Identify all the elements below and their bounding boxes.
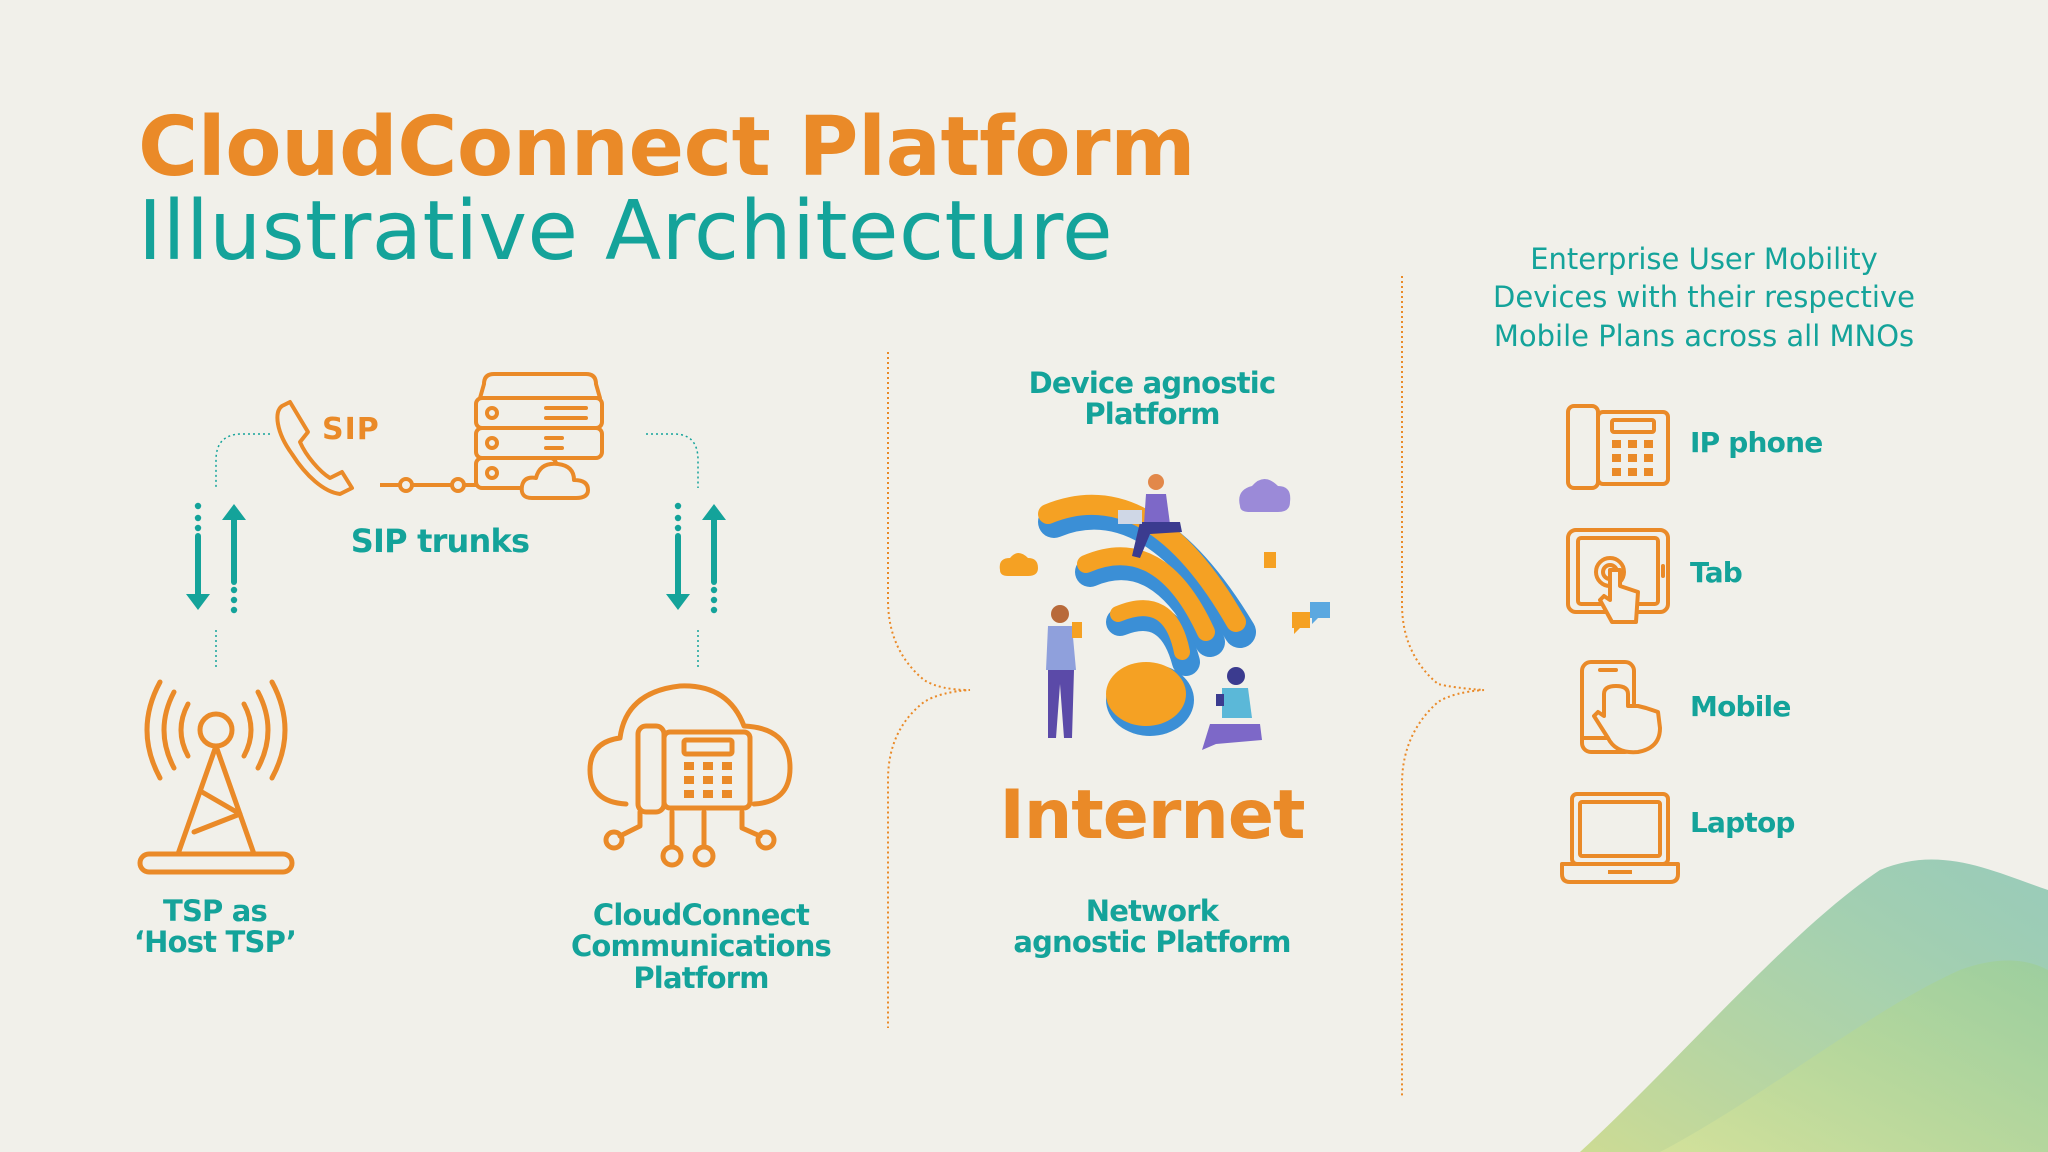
sip-trunks-label: SIP trunks — [350, 522, 530, 560]
page-subtitle: Illustrative Architecture — [138, 184, 1114, 279]
background-wave-decoration — [1580, 859, 2048, 1152]
enterprise-mobility-heading: Enterprise User Mobility Devices with th… — [1493, 242, 1915, 353]
internet-label: Internet — [999, 776, 1306, 855]
connector-dotted-left — [215, 433, 270, 668]
cloudconnect-communications-label: CloudConnect Communications Platform — [570, 898, 832, 995]
device-label-ip-phone: IP phone — [1690, 426, 1823, 459]
cloud-phone-network-icon — [587, 683, 793, 868]
ip-phone-icon — [1566, 404, 1670, 490]
wifi-people-illustration — [999, 474, 1330, 750]
device-label-laptop: Laptop — [1690, 806, 1795, 839]
sip-connector-line — [380, 477, 478, 493]
mobile-touch-icon — [1580, 660, 1662, 755]
bidirectional-arrow-left — [186, 502, 246, 614]
brace-divider-right — [1401, 276, 1485, 1098]
laptop-icon — [1560, 792, 1680, 884]
device-label-mobile: Mobile — [1690, 690, 1791, 723]
tsp-tower-icon — [137, 679, 295, 875]
sip-badge: SIP — [322, 412, 380, 447]
bidirectional-arrow-right — [666, 502, 726, 614]
tsp-label: TSP as ‘Host TSP’ — [133, 894, 297, 960]
page-title: CloudConnect Platform — [138, 100, 1196, 195]
brace-divider-left — [887, 352, 971, 1028]
server-cloud-icon — [474, 372, 604, 500]
device-agnostic-label: Device agnostic Platform — [1028, 366, 1277, 432]
connector-dotted-right — [646, 433, 699, 668]
sip-phone-icon — [275, 400, 354, 496]
network-agnostic-label: Network agnostic Platform — [1013, 894, 1291, 960]
tablet-touch-icon — [1566, 528, 1670, 624]
device-label-tab: Tab — [1690, 556, 1743, 589]
